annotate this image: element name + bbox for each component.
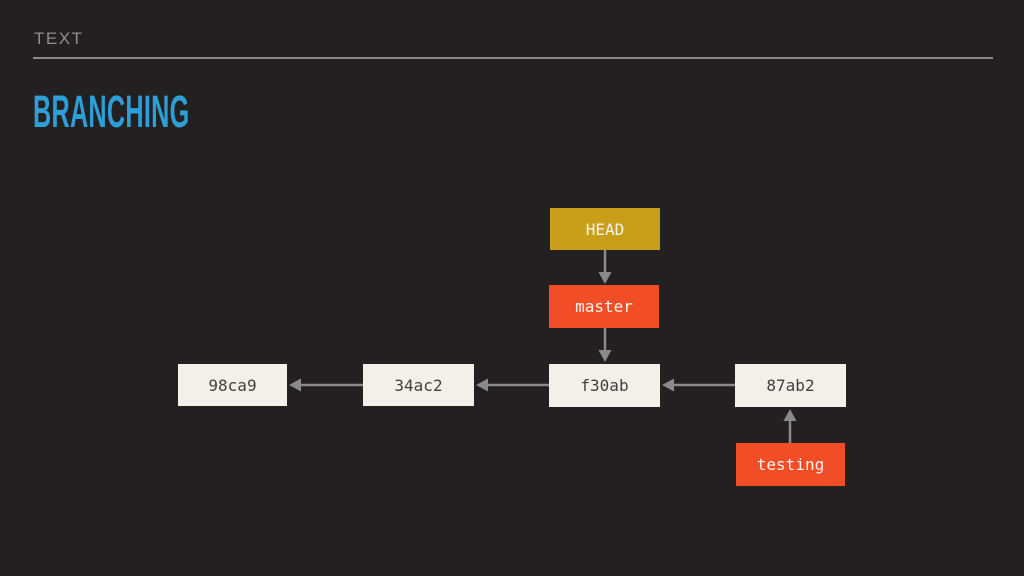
commit-node-f30ab: f30ab xyxy=(549,364,660,407)
commit-node-87ab2: 87ab2 xyxy=(735,364,846,407)
branch-testing-node: testing xyxy=(736,443,845,486)
branch-testing-label: testing xyxy=(756,455,825,474)
header-rule xyxy=(33,57,993,59)
arrow-87ab2-to-f30ab xyxy=(662,378,735,392)
commit-node-34ac2: 34ac2 xyxy=(363,364,474,406)
arrow-testing-to-87ab2 xyxy=(783,409,797,443)
commit-label-98ca9: 98ca9 xyxy=(208,375,257,395)
commit-node-98ca9: 98ca9 xyxy=(178,364,287,406)
arrow-f30ab-to-34ac2 xyxy=(476,378,549,392)
arrow-master-to-f30ab xyxy=(598,328,612,362)
arrow-34ac2-to-98ca9 xyxy=(289,378,363,392)
commit-label-f30ab: f30ab xyxy=(580,376,629,395)
commit-label-34ac2: 34ac2 xyxy=(394,375,443,395)
head-pointer-label: HEAD xyxy=(585,219,625,239)
slide-kicker: TEXT xyxy=(34,29,84,48)
slide-title: BRANCHING xyxy=(33,86,190,137)
arrow-head-to-master xyxy=(598,250,612,284)
commit-label-87ab2: 87ab2 xyxy=(766,376,815,395)
branch-master-node: master xyxy=(549,285,659,328)
branch-master-label: master xyxy=(575,297,633,316)
head-pointer-node: HEAD xyxy=(550,208,660,250)
